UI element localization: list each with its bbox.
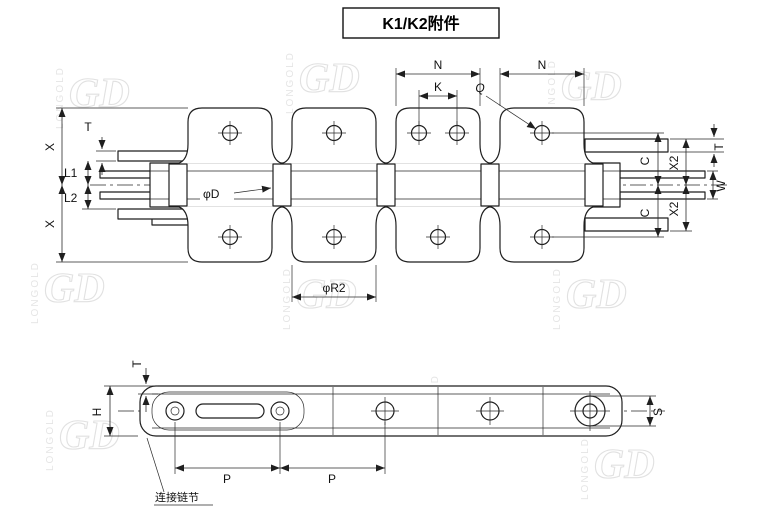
top-attachment-tabs — [177, 107, 595, 165]
label-x2-lower: X2 — [667, 201, 681, 216]
label-w: W — [714, 180, 728, 192]
label-t-left: T — [84, 120, 92, 134]
attachment-holes — [218, 121, 554, 249]
title-box: K1/K2附件 — [342, 7, 500, 39]
label-n-right: N — [538, 58, 547, 72]
connecting-link-leader — [146, 437, 165, 493]
extension-lines-plan-view — [104, 385, 656, 474]
label-c-lower: C — [638, 208, 652, 217]
title-border — [342, 7, 500, 39]
dimension-lines-plan-view — [106, 368, 654, 493]
plan-view: T H S P P 连接链节 — [90, 360, 665, 506]
phi-d-leader — [233, 185, 272, 194]
label-l1: L1 — [64, 166, 78, 180]
label-p-right: P — [328, 472, 336, 486]
label-t-plan: T — [130, 360, 144, 368]
label-p-left: P — [223, 472, 231, 486]
plan-hole-centerlines — [371, 391, 610, 431]
plan-pins-and-rollers — [165, 391, 610, 431]
label-k: K — [434, 80, 442, 94]
dimension-lines-top-view — [58, 70, 718, 301]
label-t-right: T — [712, 143, 726, 151]
label-s: S — [651, 408, 665, 416]
labels-plan-view: T H S P P 连接链节 — [90, 360, 665, 506]
pin-inner-circle — [170, 406, 180, 416]
label-h: H — [90, 408, 104, 417]
label-connecting-link: 连接链节 — [155, 490, 199, 504]
label-x-lower: X — [43, 220, 57, 228]
label-x2-upper: X2 — [667, 155, 681, 170]
label-phi-d: φD — [203, 187, 220, 201]
label-l2: L2 — [64, 191, 78, 205]
plan-plate-inner-edges — [152, 393, 610, 429]
pin-circle — [165, 401, 185, 421]
hole-centerlines — [218, 121, 554, 249]
page-title: K1/K2附件 — [382, 14, 459, 33]
label-phi-r2: φR2 — [322, 281, 345, 295]
pin-circle — [270, 401, 290, 421]
plan-plate-joints — [332, 387, 544, 435]
labels-top-view: X X T L1 L2 φD φR2 N K N Q C C X2 X2 T W — [43, 58, 728, 295]
label-q: Q — [475, 81, 484, 95]
pin-inner-circle — [275, 406, 285, 416]
rollers — [168, 163, 604, 207]
side-elevation-view: X X T L1 L2 φD φR2 N K N Q C C X2 X2 T W — [43, 58, 730, 302]
connecting-link-plate — [151, 391, 305, 431]
phi-d-label-backing — [200, 187, 234, 200]
label-n-left: N — [434, 58, 443, 72]
label-c-upper: C — [638, 156, 652, 165]
label-x-upper: X — [43, 143, 57, 151]
spring-clip-slot — [195, 403, 265, 419]
q-leader — [485, 95, 537, 130]
bottom-attachment-tabs — [177, 205, 595, 263]
extension-lines-top-view — [56, 68, 724, 302]
